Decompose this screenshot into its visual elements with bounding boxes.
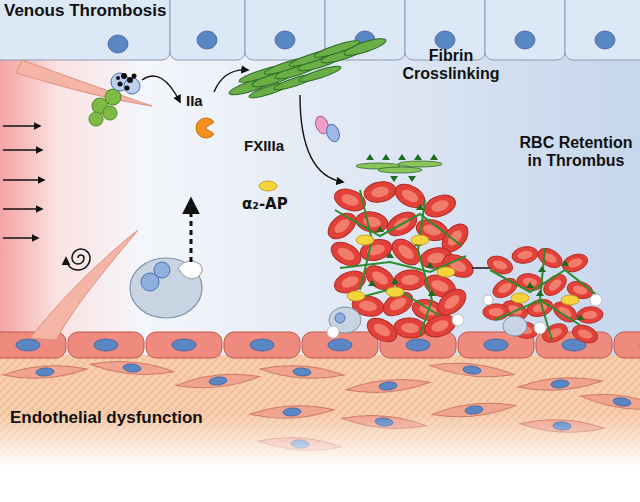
factor-label: FXIIIa [244,137,284,154]
figure-title: Venous Thrombosis [4,1,166,21]
region-label: Endothelial dysfunction [10,408,203,428]
outcome-label: RBC Retention in Thrombus [516,134,636,171]
thrombin-label: IIa [186,92,203,109]
process-label: Fibrin Crosslinking [395,47,507,84]
antiplasmin-label: α₂-AP [242,196,288,213]
